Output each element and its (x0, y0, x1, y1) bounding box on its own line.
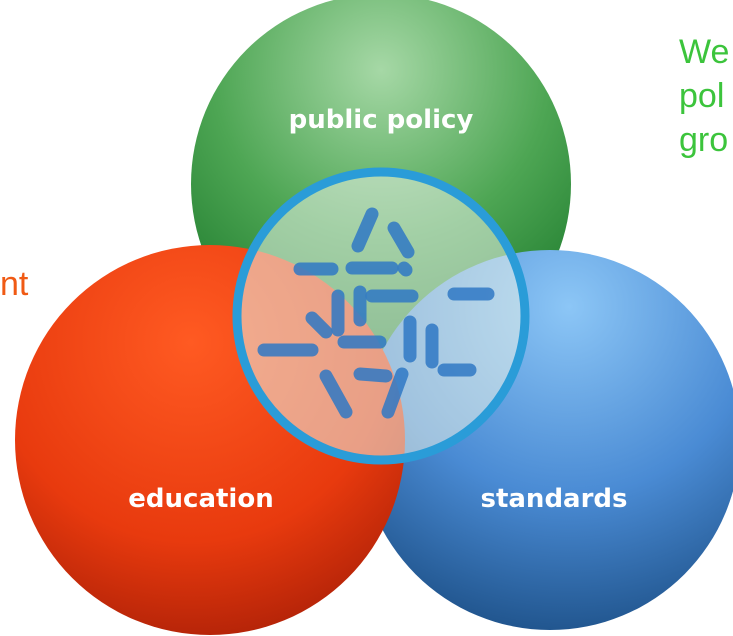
circle-label-education: education (128, 484, 273, 514)
hash-logo-icon (257, 207, 495, 419)
side-text-right-line: We (679, 33, 730, 71)
side-text-right-line: gro (679, 121, 729, 159)
circle-label-public-policy: public policy (289, 105, 474, 135)
side-text-right: We pol gro (679, 30, 729, 162)
side-text-right-line: pol (679, 77, 725, 115)
side-text-left: nt (0, 262, 28, 306)
side-text-left-line: nt (0, 265, 29, 303)
circle-label-standards: standards (480, 484, 627, 514)
center-logo (232, 167, 530, 465)
